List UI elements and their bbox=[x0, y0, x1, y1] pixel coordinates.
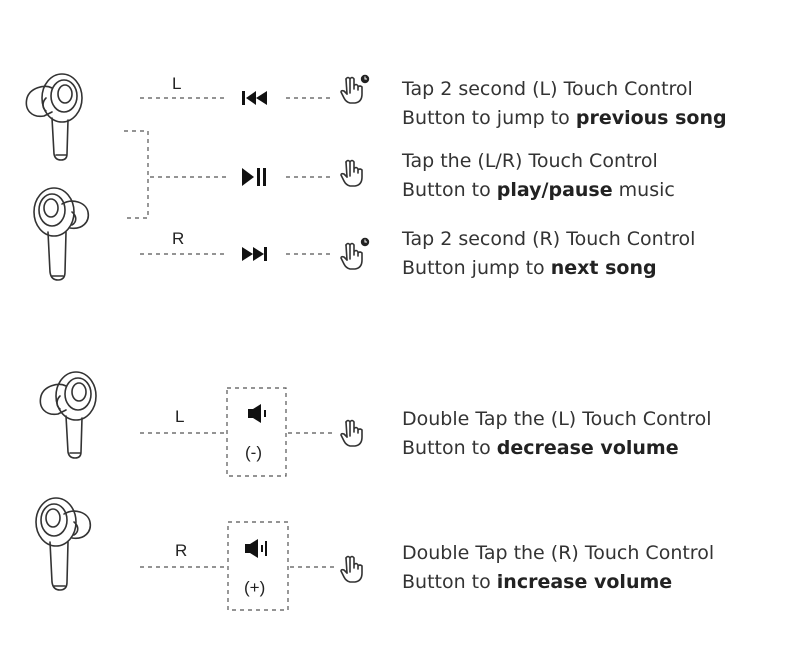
volume-up-box bbox=[227, 521, 289, 611]
play-pause-icon bbox=[242, 168, 266, 186]
instruction-action: play/pause bbox=[496, 179, 613, 201]
instruction-text: Button to jump to bbox=[402, 107, 576, 129]
instruction-line: Button jump to next song bbox=[402, 254, 695, 283]
instruction-text: music bbox=[612, 179, 675, 201]
volume-down-icon bbox=[248, 404, 266, 423]
instruction-text: Button to bbox=[402, 437, 497, 459]
hand-tap-icon bbox=[340, 159, 363, 187]
hand-tap-icon bbox=[340, 419, 363, 447]
instruction-line: Button to jump to previous song bbox=[402, 104, 727, 133]
side-label: R bbox=[172, 229, 184, 248]
instruction-line: Double Tap the (L) Touch Control bbox=[402, 408, 712, 430]
instruction-line: Tap 2 second (R) Touch Control bbox=[402, 228, 696, 250]
right-earbud-illustration bbox=[35, 497, 92, 591]
instruction-text: Button jump to bbox=[402, 257, 551, 279]
instruction-line: Button to decrease volume bbox=[402, 434, 712, 463]
instruction-previous: Tap 2 second (L) Touch Control Button to… bbox=[402, 75, 727, 133]
instruction-text: Button to bbox=[402, 179, 497, 201]
instruction-line: Button to play/pause music bbox=[402, 176, 675, 205]
volume-up-icon bbox=[245, 539, 267, 558]
hand-tap-hold-icon bbox=[340, 237, 370, 270]
instruction-next: Tap 2 second (R) Touch Control Button ju… bbox=[402, 225, 695, 283]
instruction-text: Button to bbox=[402, 571, 497, 593]
volume-down-box bbox=[226, 387, 287, 477]
side-label: R bbox=[175, 541, 187, 560]
instruction-line: Tap the (L/R) Touch Control bbox=[402, 150, 658, 172]
instruction-volume-up: Double Tap the (R) Touch Control Button … bbox=[402, 539, 714, 597]
left-earbud-illustration bbox=[39, 371, 97, 459]
side-label: L bbox=[172, 74, 181, 93]
instruction-action: increase volume bbox=[496, 571, 673, 593]
volume-down-symbol: (-) bbox=[245, 443, 262, 462]
left-earbud-illustration bbox=[25, 73, 83, 161]
next-track-icon bbox=[242, 247, 267, 261]
hand-tap-icon bbox=[340, 555, 363, 583]
previous-track-icon bbox=[242, 91, 267, 105]
instruction-volume-down: Double Tap the (L) Touch Control Button … bbox=[402, 405, 712, 463]
instruction-line: Double Tap the (R) Touch Control bbox=[402, 542, 715, 564]
side-label: L bbox=[175, 407, 184, 426]
instruction-line: Button to increase volume bbox=[402, 568, 714, 597]
hand-tap-hold-icon bbox=[340, 74, 370, 104]
instruction-action: previous song bbox=[575, 107, 727, 129]
instruction-action: decrease volume bbox=[496, 437, 679, 459]
right-earbud-illustration bbox=[33, 187, 90, 281]
bracket-line bbox=[124, 130, 149, 219]
instruction-line: Tap 2 second (L) Touch Control bbox=[402, 78, 693, 100]
instruction-action: next song bbox=[550, 257, 657, 279]
instruction-play-pause: Tap the (L/R) Touch Control Button to pl… bbox=[402, 147, 675, 205]
volume-up-symbol: (+) bbox=[244, 578, 265, 597]
